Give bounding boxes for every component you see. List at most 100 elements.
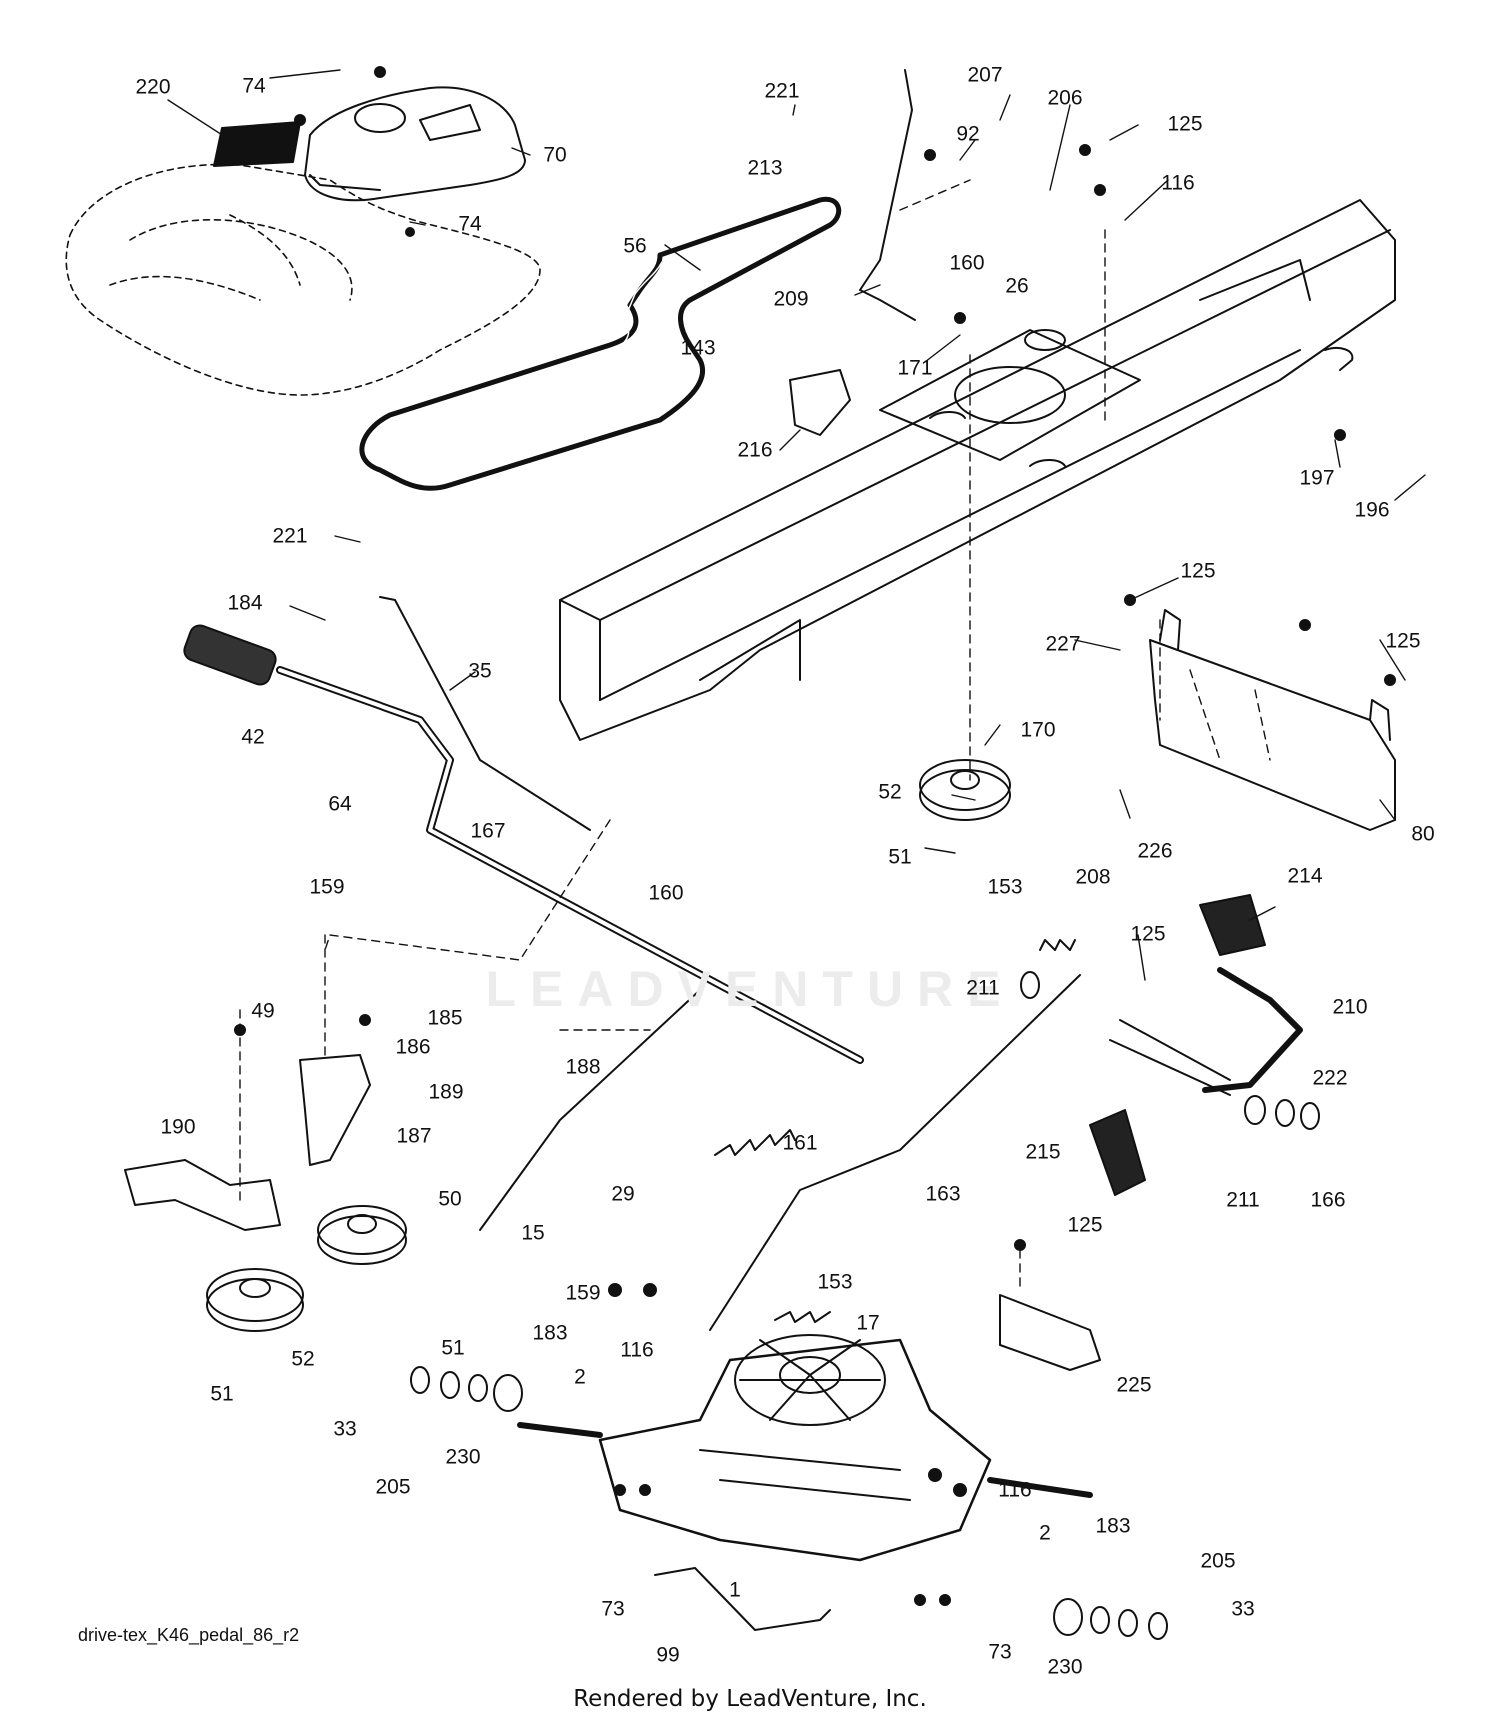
callout-208: 208 — [1075, 865, 1111, 889]
callout-125: 125 — [1130, 922, 1166, 946]
seat-outline — [65, 163, 541, 396]
transaxle — [517, 1334, 1093, 1562]
footer-credit: Rendered by LeadVenture, Inc. — [573, 1686, 927, 1712]
callout-216: 216 — [737, 438, 773, 462]
rod-29 — [479, 989, 701, 1231]
callout-189: 189 — [428, 1080, 464, 1104]
callout-52: 52 — [291, 1347, 315, 1371]
callout-26: 26 — [1005, 274, 1029, 298]
pedal-pad — [1199, 894, 1266, 956]
callout-187: 187 — [396, 1124, 432, 1148]
callout-166: 166 — [1310, 1188, 1346, 1212]
callout-143: 143 — [680, 336, 716, 360]
callout-17: 17 — [856, 1311, 880, 1335]
callout-186: 186 — [395, 1035, 431, 1059]
callout-1: 1 — [729, 1578, 741, 1602]
callout-74: 74 — [458, 212, 482, 236]
callout-92: 92 — [956, 122, 980, 146]
callout-50: 50 — [438, 1187, 462, 1211]
callout-167: 167 — [470, 819, 506, 843]
washers — [410, 971, 1320, 1640]
callout-74: 74 — [242, 74, 266, 98]
callout-185: 185 — [427, 1006, 463, 1030]
callout-52: 52 — [878, 780, 902, 804]
callout-220: 220 — [135, 75, 171, 99]
callout-116: 116 — [998, 1478, 1032, 1502]
callout-33: 33 — [1231, 1597, 1255, 1621]
frame-chassis — [559, 199, 1396, 741]
drawing-code: drive-tex_K46_pedal_86_r2 — [78, 1625, 300, 1645]
bracket-216 — [789, 369, 851, 436]
callout-230: 230 — [445, 1445, 481, 1469]
pedal-pad-215 — [1089, 1109, 1146, 1196]
spring-208 — [1039, 939, 1076, 951]
callout-171: 171 — [897, 356, 933, 380]
callout-226: 226 — [1137, 839, 1173, 863]
callout-51: 51 — [441, 1336, 465, 1360]
callout-159: 159 — [309, 875, 345, 899]
callout-56: 56 — [623, 234, 647, 258]
callout-206: 206 — [1047, 86, 1083, 110]
callout-211: 211 — [966, 976, 1000, 1000]
guide-lines — [239, 179, 1271, 1291]
callout-205: 205 — [1200, 1549, 1236, 1573]
callout-125: 125 — [1385, 629, 1421, 653]
callout-51: 51 — [210, 1382, 234, 1406]
callout-207: 207 — [967, 63, 1003, 87]
callout-211: 211 — [1226, 1188, 1260, 1212]
idler-bracket — [299, 1054, 371, 1166]
leader-lines — [167, 69, 1426, 981]
drive-belt — [359, 196, 842, 491]
callout-80: 80 — [1411, 822, 1435, 846]
callout-73: 73 — [601, 1597, 625, 1621]
callout-51: 51 — [888, 845, 912, 869]
lever-99 — [654, 1567, 831, 1631]
callout-70: 70 — [543, 143, 567, 167]
callout-197: 197 — [1299, 466, 1335, 490]
callout-210: 210 — [1332, 995, 1368, 1019]
callout-2: 2 — [574, 1365, 586, 1389]
callout-188: 188 — [565, 1055, 601, 1079]
callout-183: 183 — [1095, 1514, 1131, 1538]
callout-227: 227 — [1045, 632, 1081, 656]
callout-161: 161 — [782, 1131, 818, 1155]
callout-184: 184 — [227, 591, 263, 615]
callout-33: 33 — [333, 1417, 357, 1441]
callout-42: 42 — [241, 725, 265, 749]
callout-35: 35 — [468, 659, 492, 683]
lift-lever-shaft — [276, 666, 864, 1064]
callout-213: 213 — [747, 156, 783, 180]
callout-2: 2 — [1039, 1521, 1051, 1545]
shift-lever — [859, 69, 916, 321]
bracket-190 — [124, 1159, 281, 1231]
callout-205: 205 — [375, 1475, 411, 1499]
rod-35 — [379, 596, 591, 831]
pulley-52-top — [919, 759, 1011, 821]
callout-214: 214 — [1287, 864, 1323, 888]
callout-125: 125 — [1167, 112, 1203, 136]
callout-225: 225 — [1116, 1373, 1152, 1397]
watermark: LEADVENTURE — [485, 961, 1015, 1017]
callout-222: 222 — [1312, 1066, 1348, 1090]
callout-116: 116 — [1161, 171, 1195, 195]
pedal-arm — [1109, 967, 1303, 1096]
fender-cover — [304, 86, 526, 202]
callout-183: 183 — [532, 1321, 568, 1345]
callout-153: 153 — [817, 1270, 853, 1294]
spring-161 — [714, 1129, 796, 1156]
seat-label-decal — [213, 121, 301, 167]
callout-209: 209 — [773, 287, 809, 311]
callout-73: 73 — [988, 1640, 1012, 1664]
callout-170: 170 — [1020, 718, 1056, 742]
callout-15: 15 — [521, 1221, 545, 1245]
callout-221: 221 — [764, 79, 800, 103]
rear-bracket — [1149, 609, 1396, 831]
bracket-225 — [999, 1294, 1101, 1371]
callout-190: 190 — [160, 1115, 196, 1139]
callout-49: 49 — [251, 999, 275, 1023]
callout-116: 116 — [620, 1338, 654, 1362]
callout-153: 153 — [987, 875, 1023, 899]
callout-163: 163 — [925, 1182, 961, 1206]
rod-163 — [709, 974, 1081, 1331]
